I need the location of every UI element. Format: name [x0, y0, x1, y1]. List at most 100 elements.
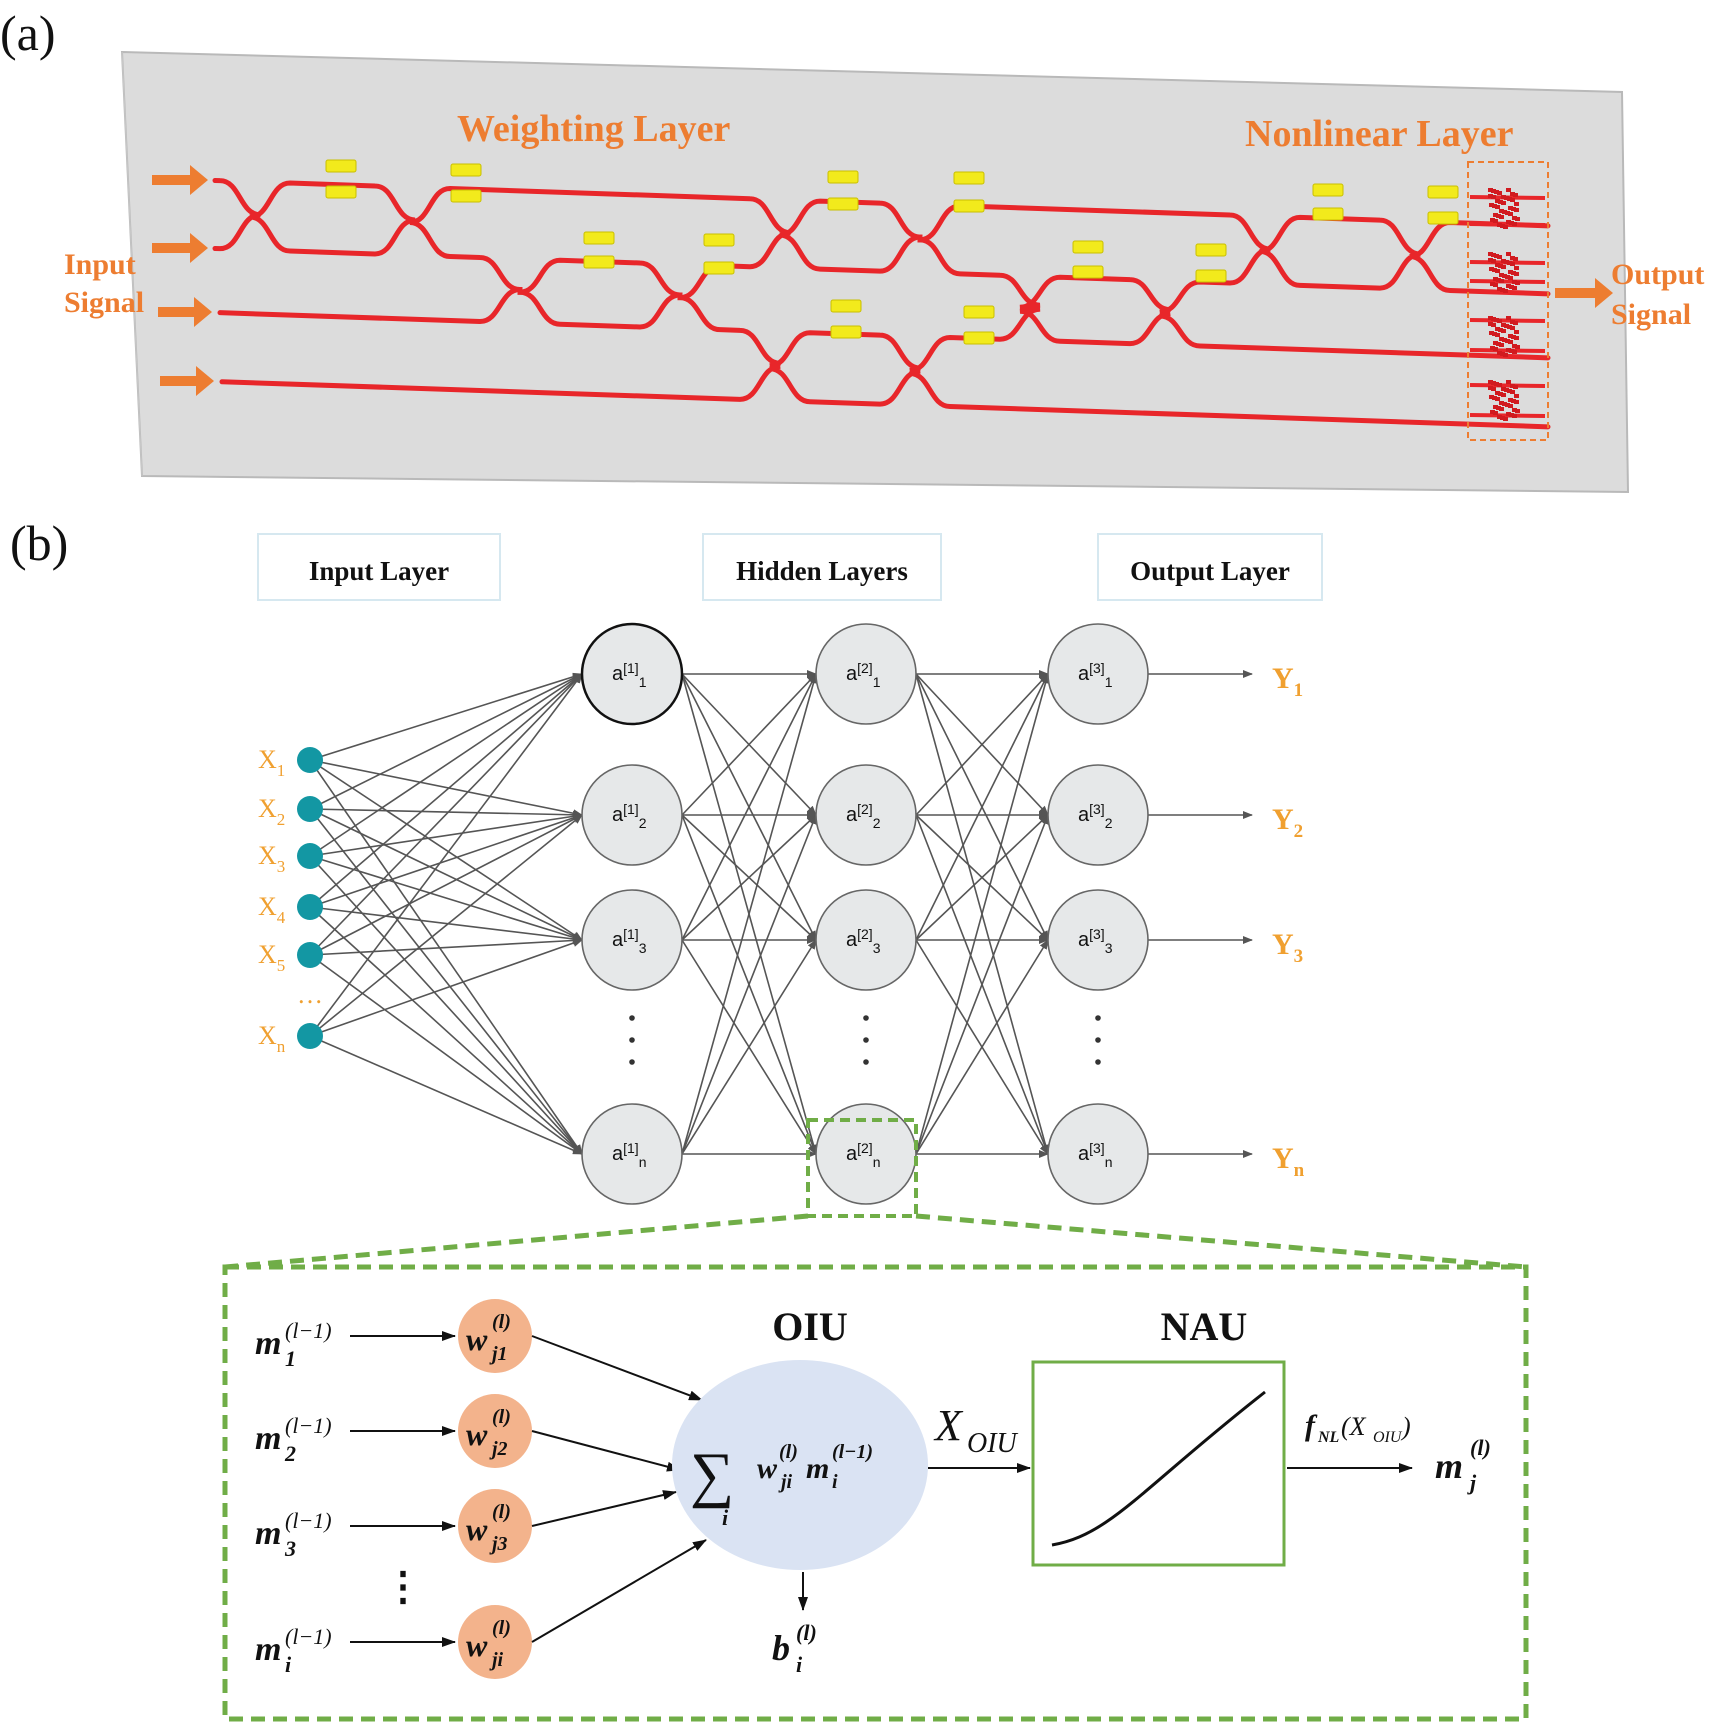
output-layer-header: Output Layer — [1130, 556, 1290, 586]
phase-heater — [1195, 243, 1227, 257]
detail-input-label: m — [255, 1631, 281, 1668]
nau-title: NAU — [1161, 1304, 1248, 1349]
neuron: a[2]n — [815, 1103, 917, 1205]
svg-text:(l−1): (l−1) — [285, 1624, 332, 1649]
neuron: a[3]1 — [1047, 623, 1149, 725]
neuron: a[1]1 — [580, 622, 684, 726]
input-layer-header: Input Layer — [309, 556, 449, 586]
neuron-ellipsis — [863, 1015, 869, 1065]
input-arrows — [152, 165, 214, 396]
input-node — [297, 894, 323, 920]
sum-expression: ∑ i w (l) ji m (l−1) i — [690, 1441, 873, 1530]
layer-headers: Input Layer Hidden Layers Output Layer — [257, 533, 1323, 601]
svg-text:m: m — [1435, 1446, 1463, 1486]
weight-to-oiu-arrow — [531, 1335, 703, 1401]
output-waveguide-stub — [1469, 279, 1546, 284]
input-connection — [309, 855, 583, 1155]
svg-text:3: 3 — [284, 1536, 296, 1561]
bias-label: b (l) i — [772, 1620, 817, 1677]
input-connection — [309, 673, 583, 908]
detail-input-label: m — [255, 1325, 281, 1362]
svg-text:b: b — [772, 1628, 790, 1668]
neuron: a[1]2 — [581, 764, 683, 866]
neuron: a[3]3 — [1047, 889, 1149, 991]
neuron-label: a[2]3 — [846, 926, 881, 956]
input-connection — [309, 808, 583, 1155]
svg-text:X: X — [933, 1401, 964, 1450]
input-connection — [309, 954, 583, 1155]
neuron-circle — [1047, 889, 1149, 991]
weight-to-oiu-arrow — [531, 1490, 677, 1527]
svg-text:j: j — [1467, 1470, 1477, 1495]
photonic-chip — [120, 50, 1630, 494]
phase-heater — [953, 171, 985, 185]
input-connection — [309, 906, 583, 943]
weight-label: w — [466, 1416, 488, 1452]
input-ellipsis: … — [297, 980, 323, 1009]
neuron: a[2]3 — [815, 889, 917, 991]
input-connection — [309, 673, 583, 810]
weight-label: w — [466, 1511, 488, 1547]
phase-heater — [450, 189, 482, 203]
neuron-label: a[3]3 — [1078, 926, 1113, 956]
neuron-label: a[2]1 — [846, 660, 881, 690]
nonlinear-unit — [1488, 316, 1520, 357]
hidden-connection — [915, 939, 1049, 1155]
phase-heaters — [325, 159, 1459, 345]
svg-text:∑: ∑ — [690, 1441, 734, 1509]
svg-text:1: 1 — [285, 1346, 296, 1371]
svg-text:): ) — [1400, 1412, 1411, 1441]
svg-text:(l): (l) — [779, 1441, 798, 1463]
phase-heater — [827, 170, 859, 184]
neuron-circle — [581, 764, 683, 866]
neuron: a[1]3 — [581, 889, 683, 991]
svg-text:OIU: OIU — [967, 1428, 1019, 1459]
phase-heater — [703, 261, 735, 275]
input-connection — [309, 814, 583, 908]
phase-heater — [1312, 183, 1344, 197]
phase-heater — [827, 197, 859, 211]
svg-text:(l): (l) — [492, 1406, 511, 1428]
output-waveguide-stub — [1469, 383, 1546, 388]
oiu-summation-node — [672, 1360, 928, 1570]
svg-text:ji: ji — [778, 1471, 793, 1493]
input-connection — [309, 939, 583, 1037]
input-connection — [309, 673, 583, 956]
input-connection — [309, 814, 583, 1037]
input-node — [297, 747, 323, 773]
phase-heater — [1427, 185, 1459, 199]
input-node — [297, 843, 323, 869]
input-connection — [309, 808, 583, 941]
svg-text:j2: j2 — [489, 1438, 508, 1460]
svg-text:NL: NL — [1317, 1429, 1340, 1446]
hidden-connection — [681, 814, 817, 1155]
hidden-connection — [681, 673, 817, 941]
svg-text:(l−1): (l−1) — [832, 1441, 873, 1463]
nau-activation-box — [1031, 1360, 1286, 1567]
f-nl-label: f NL (X OIU ) — [1305, 1409, 1411, 1446]
svg-text:(l−1): (l−1) — [285, 1318, 332, 1343]
neuron: a[1]n — [581, 1103, 683, 1205]
weight-node — [458, 1605, 532, 1679]
neuron-circle — [580, 622, 684, 726]
input-connection — [309, 759, 583, 941]
hidden-connection — [681, 939, 817, 1155]
neuron-label: a[3]n — [1078, 1140, 1113, 1170]
neuron-label: a[2]n — [846, 1140, 881, 1170]
output-label: Y2 — [1272, 803, 1303, 842]
x-oiu-label: X OIU — [933, 1401, 1019, 1459]
hidden-layers-header: Hidden Layers — [736, 556, 908, 586]
weight-node — [458, 1299, 532, 1373]
input-connection — [309, 673, 583, 857]
neuron-label: a[1]2 — [612, 801, 647, 831]
neuron-circle — [815, 889, 917, 991]
activation-curve — [1051, 1390, 1266, 1547]
neuron-label: a[1]n — [612, 1140, 647, 1170]
weight-label: w — [466, 1627, 488, 1663]
nonlinear-unit — [1488, 380, 1520, 421]
detail-box — [222, 1264, 1529, 1722]
svg-text:(l): (l) — [492, 1501, 511, 1523]
input-connection — [309, 814, 583, 956]
neuron-circle — [1047, 764, 1149, 866]
